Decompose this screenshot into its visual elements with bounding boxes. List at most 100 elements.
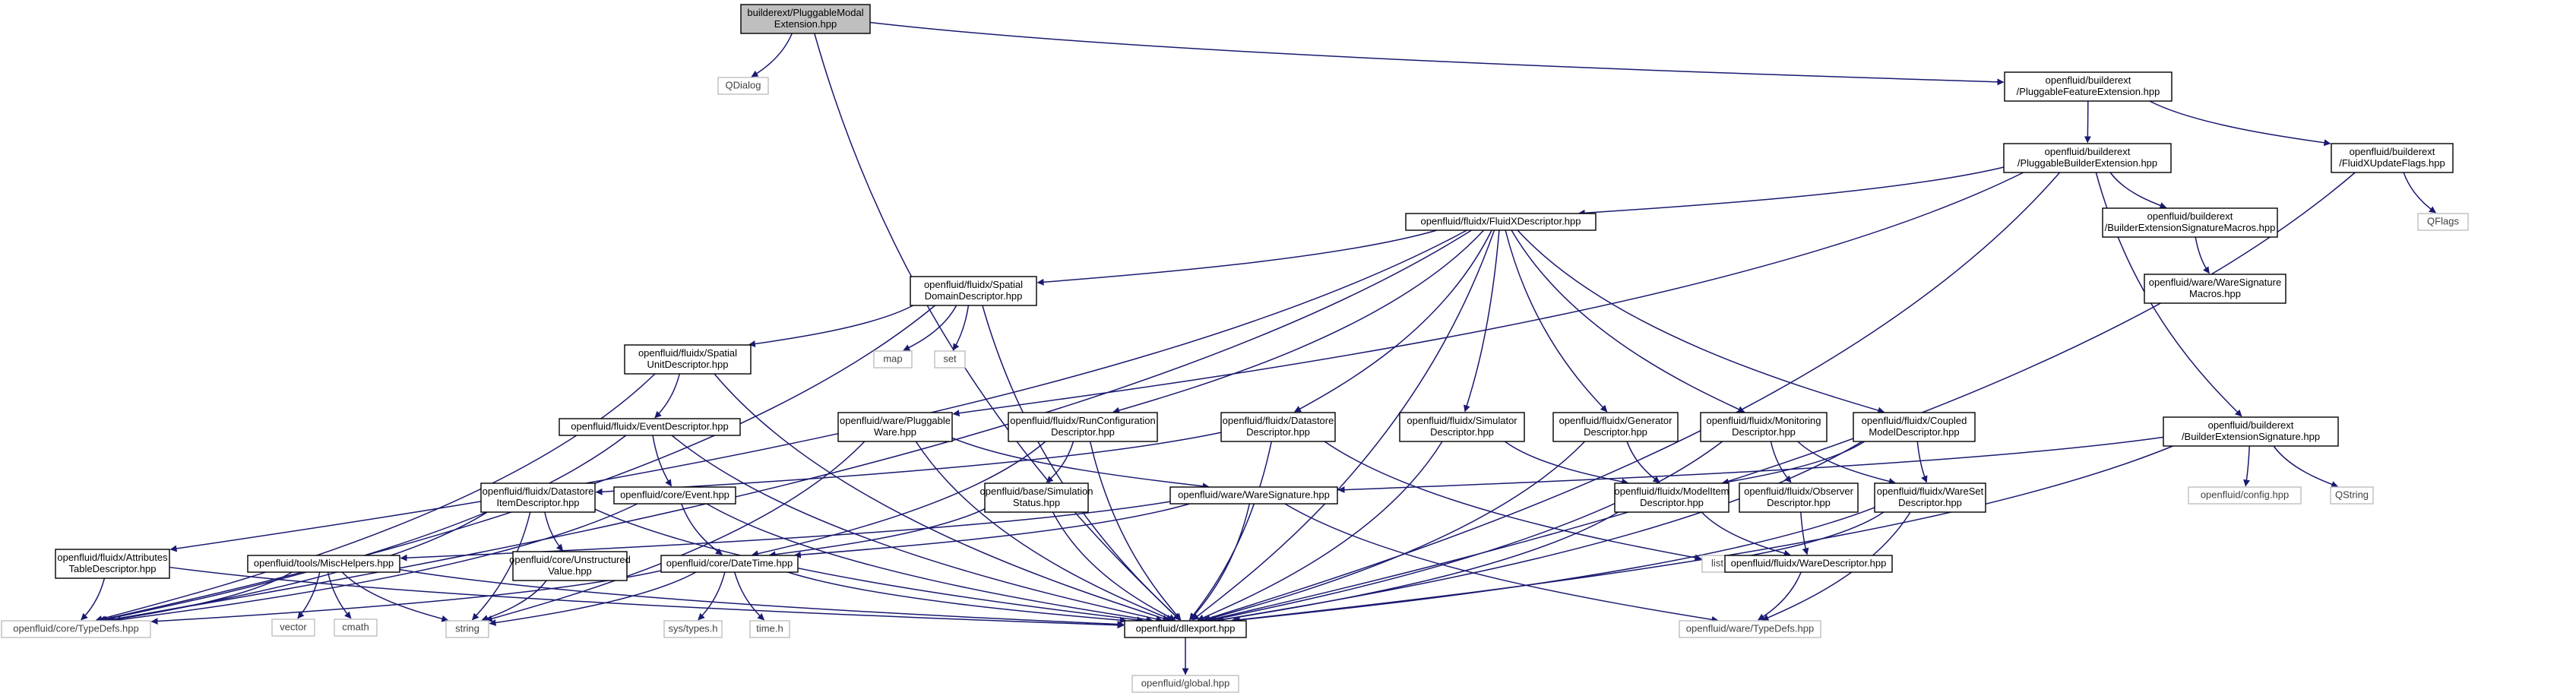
node-label: Descriptor.hpp [1640, 497, 1704, 508]
node-bes[interactable]: openfluid/builderext/BuilderExtensionSig… [2163, 416, 2339, 447]
node-box [55, 549, 170, 579]
node-box [2102, 207, 2278, 238]
node-box [2163, 416, 2339, 447]
edge-obsd-to-wd [1800, 511, 1809, 555]
node-vector[interactable]: vector [271, 618, 315, 637]
edge-bes-to-cfg [2243, 445, 2251, 487]
node-label: QDialog [726, 79, 761, 90]
node-label: openfluid/core/DateTime.hpp [666, 557, 793, 568]
edge-mh-to-string [341, 571, 449, 622]
node-box [873, 350, 913, 369]
node-ed[interactable]: openfluid/fluidx/EventDescriptor.hpp [559, 418, 741, 436]
edge-mond-to-obsd [1770, 441, 1792, 483]
edge-mid-to-wd [1701, 511, 1791, 557]
edge-ws-to-dt [793, 503, 1190, 558]
node-rcd[interactable]: openfluid/fluidx/RunConfigurationDescrip… [1008, 412, 1158, 442]
node-ws[interactable]: openfluid/ware/WareSignature.hpp [1169, 486, 1338, 505]
node-qdialog[interactable]: QDialog [717, 77, 769, 95]
node-pbe[interactable]: openfluid/builderext/PluggableBuilderExt… [2003, 143, 2172, 173]
node-besm[interactable]: openfluid/builderext/BuilderExtensionSig… [2102, 207, 2278, 238]
node-dt[interactable]: openfluid/core/DateTime.hpp [660, 555, 799, 573]
node-qstring[interactable]: QString [2330, 486, 2374, 505]
node-string[interactable]: string [445, 620, 489, 638]
node-sud[interactable]: openfluid/fluidx/SpatialUnitDescriptor.h… [624, 344, 752, 375]
node-label: map [883, 353, 902, 364]
node-box [613, 486, 736, 505]
node-cfg[interactable]: openfluid/config.hpp [2188, 486, 2302, 505]
node-box [1700, 412, 1828, 442]
node-systypes[interactable]: sys/types.h [663, 620, 723, 638]
edge-ed-to-dllexport [671, 435, 1163, 623]
node-set[interactable]: set [934, 350, 966, 369]
node-wtd[interactable]: openfluid/ware/TypeDefs.hpp [1679, 620, 1821, 638]
node-label: set [943, 353, 957, 364]
edge-sdd-to-map [903, 305, 957, 351]
node-wd[interactable]: openfluid/fluidx/WareDescriptor.hpp [1724, 555, 1893, 573]
node-mh[interactable]: openfluid/tools/MiscHelpers.hpp [247, 555, 400, 573]
node-mond[interactable]: openfluid/fluidx/MonitoringDescriptor.hp… [1700, 412, 1828, 442]
node-label: openfluid/fluidx/Generator [1559, 415, 1673, 426]
node-box [1874, 482, 1986, 513]
edge-sdd-to-dllexport [982, 305, 1180, 621]
edge-fxd-to-dsd [1293, 229, 1492, 413]
edge-sdd-to-set [952, 305, 970, 351]
node-box [247, 555, 400, 573]
node-label: openfluid/config.hpp [2201, 489, 2289, 500]
edge-mh-to-cmath [327, 571, 352, 619]
node-label: openfluid/ware/WareSignature.hpp [1178, 489, 1330, 500]
node-map[interactable]: map [873, 350, 913, 369]
node-box [660, 555, 799, 573]
edge-wd-to-wtd [1758, 571, 1802, 621]
node-sdd[interactable]: openfluid/fluidx/SpatialDomainDescriptor… [910, 276, 1037, 306]
edge-rcd-to-simstat [1046, 441, 1074, 483]
edge-root-to-dllexport [814, 33, 1181, 621]
node-box [1853, 412, 1976, 442]
edge-simstat-to-dllexport [1052, 511, 1176, 621]
node-ctd[interactable]: openfluid/core/TypeDefs.hpp [1, 620, 151, 638]
edge-ws-to-dllexport [1189, 503, 1251, 621]
edge-layer [81, 21, 2437, 675]
node-box [910, 276, 1037, 306]
node-box [934, 350, 966, 369]
node-label: Descriptor.hpp [1767, 497, 1831, 508]
node-box [1552, 412, 1679, 442]
node-cmath[interactable]: cmath [334, 618, 378, 637]
node-label: openfluid/ware/WareSignature [2149, 277, 2281, 288]
node-pfe[interactable]: openfluid/builderext/PluggableFeatureExt… [2004, 71, 2173, 102]
node-qflags[interactable]: QFlags [2417, 213, 2469, 231]
node-event[interactable]: openfluid/core/Event.hpp [613, 486, 736, 505]
edge-event-to-ctd [113, 503, 638, 624]
node-label: vector [280, 621, 307, 632]
node-atd[interactable]: openfluid/fluidx/AttributesTableDescript… [55, 549, 170, 579]
edge-dt-to-string [489, 571, 697, 626]
node-label: openfluid/fluidx/Monitoring [1706, 415, 1821, 426]
node-label: openfluid/fluidx/Spatial [638, 347, 737, 359]
node-label: time.h [756, 622, 783, 634]
node-fxuf[interactable]: openfluid/builderext/FluidXUpdateFlags.h… [2331, 143, 2454, 173]
node-box [2144, 274, 2286, 304]
edge-bes-to-ws [1337, 436, 2164, 494]
node-cmd[interactable]: openfluid/fluidx/CoupledModelDescriptor.… [1853, 412, 1976, 442]
node-timeh[interactable]: time.h [749, 620, 790, 638]
edge-dsd-to-dllexport [1189, 441, 1273, 621]
node-box [984, 482, 1089, 513]
node-label: openfluid/fluidx/WareSet [1877, 486, 1984, 497]
node-dllexport[interactable]: openfluid/dllexport.hpp [1124, 620, 1247, 638]
node-global[interactable]: openfluid/global.hpp [1131, 675, 1239, 693]
edge-wsd-to-list [1733, 511, 1885, 562]
edge-pbe-to-pw [952, 172, 2024, 417]
node-dsid[interactable]: openfluid/fluidx/DatastoreItemDescriptor… [480, 482, 596, 513]
node-fxd[interactable]: openfluid/fluidx/FluidXDescriptor.hpp [1405, 213, 1597, 231]
